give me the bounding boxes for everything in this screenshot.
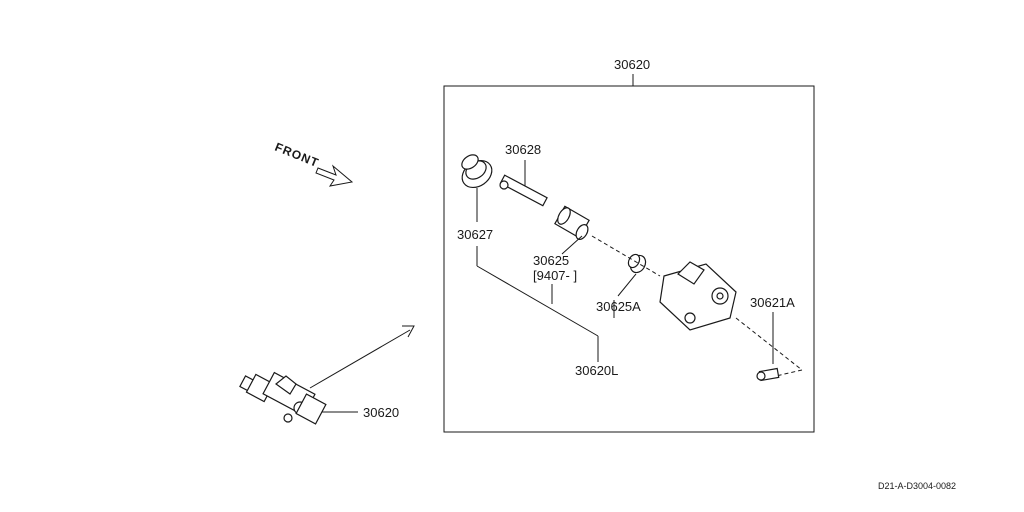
repair-kit-bracket: 30620L xyxy=(476,246,618,378)
cylinder-body-part xyxy=(659,261,737,331)
piston-part: 30625 [9407- ] xyxy=(533,205,590,283)
main-assembly-label: 30620 xyxy=(614,57,650,72)
bleeder-screw-label: 30621A xyxy=(750,295,795,310)
assembly-box: 30620 xyxy=(443,57,815,433)
spring-part: 30625A xyxy=(596,253,647,314)
piston-kit-date-label: [9407- ] xyxy=(533,268,577,283)
boot-part: 30627 xyxy=(457,154,493,242)
front-label: FRONT xyxy=(273,140,321,170)
bleeder-screw-part: 30621A xyxy=(750,295,795,382)
front-indicator: FRONT xyxy=(273,140,354,187)
overview-cylinder: 30620 xyxy=(239,325,415,425)
push-rod-label: 30628 xyxy=(505,142,541,157)
push-rod-part: 30628 xyxy=(499,142,548,207)
front-arrow-icon xyxy=(315,164,354,187)
overview-assembly-label: 30620 xyxy=(363,405,399,420)
spring-label: 30625A xyxy=(596,299,641,314)
boot-label: 30627 xyxy=(457,227,493,242)
repair-kit-label: 30620L xyxy=(575,363,618,378)
diagram-code: D21-A-D3004-0082 xyxy=(878,481,956,491)
piston-kit-label: 30625 xyxy=(533,253,569,268)
